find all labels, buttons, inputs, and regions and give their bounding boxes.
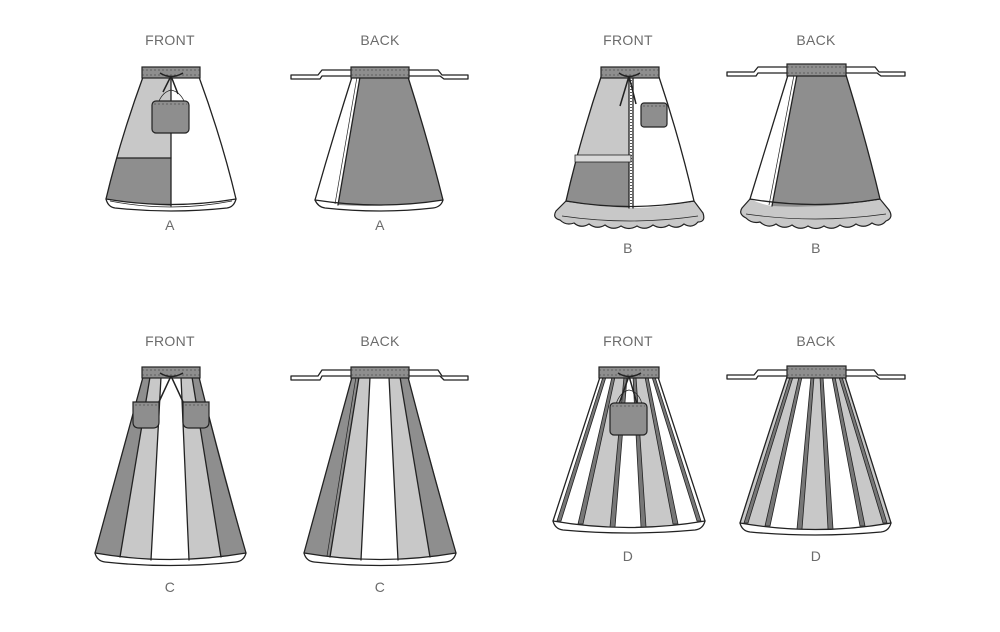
ruffle bbox=[554, 200, 705, 230]
view-d-back: BACK D bbox=[726, 333, 906, 564]
skirt-a-back bbox=[290, 66, 469, 212]
panel-right bbox=[772, 75, 880, 207]
waistband bbox=[786, 365, 847, 379]
skirt-c-front bbox=[94, 366, 247, 567]
view-caption: D bbox=[811, 548, 821, 564]
view-caption: B bbox=[811, 240, 821, 256]
pocket bbox=[640, 102, 668, 128]
view-title: FRONT bbox=[145, 333, 195, 349]
view-title: BACK bbox=[360, 333, 400, 349]
drawstring bbox=[157, 372, 185, 405]
waistband bbox=[350, 66, 410, 79]
view-c-front: FRONT C bbox=[94, 333, 247, 595]
pocket-right bbox=[182, 401, 210, 429]
view-title: FRONT bbox=[603, 333, 653, 349]
view-b-front: FRONT B bbox=[554, 32, 705, 256]
ruffle bbox=[740, 198, 892, 230]
drawstring bbox=[159, 72, 184, 95]
skirt-b-back bbox=[726, 63, 906, 230]
view-title: FRONT bbox=[603, 32, 653, 48]
skirt-d-front bbox=[552, 366, 706, 534]
view-title: BACK bbox=[360, 32, 400, 48]
view-caption: D bbox=[623, 548, 633, 564]
pocket-left bbox=[132, 401, 160, 429]
view-title: FRONT bbox=[145, 32, 195, 48]
panel-lower-left bbox=[106, 158, 171, 206]
view-caption: A bbox=[165, 217, 175, 233]
skirt-b-front bbox=[554, 66, 705, 230]
view-title: BACK bbox=[796, 333, 836, 349]
view-caption: A bbox=[375, 217, 385, 233]
view-title: BACK bbox=[796, 32, 836, 48]
drawstring bbox=[618, 72, 641, 107]
pocket bbox=[151, 100, 190, 134]
panel-left bbox=[750, 75, 797, 206]
skirt-d-back bbox=[726, 365, 906, 536]
panel-right bbox=[171, 77, 236, 206]
panel-right bbox=[338, 77, 443, 206]
view-c-back: BACK C bbox=[290, 333, 469, 595]
view-a-back: BACK A bbox=[290, 32, 469, 233]
lace-trim-horizontal bbox=[574, 154, 632, 163]
waistband bbox=[141, 366, 201, 379]
skirt-c-back bbox=[290, 366, 469, 567]
panel-right bbox=[629, 77, 694, 208]
panel-upper-left bbox=[117, 77, 171, 158]
panel-upper-left bbox=[577, 77, 629, 158]
drawstring bbox=[617, 372, 642, 405]
skirt-a-front bbox=[105, 66, 237, 212]
panel-left bbox=[315, 77, 360, 205]
view-caption: C bbox=[375, 579, 385, 595]
view-caption: B bbox=[623, 240, 633, 256]
waistband bbox=[786, 63, 847, 77]
view-caption: C bbox=[165, 579, 175, 595]
view-d-front: FRONT D bbox=[552, 333, 706, 564]
view-a-front: FRONT A bbox=[105, 32, 237, 233]
pocket bbox=[609, 402, 648, 436]
waistband bbox=[350, 366, 410, 379]
view-b-back: BACK B bbox=[726, 32, 906, 256]
panel-lower-left bbox=[566, 158, 629, 208]
